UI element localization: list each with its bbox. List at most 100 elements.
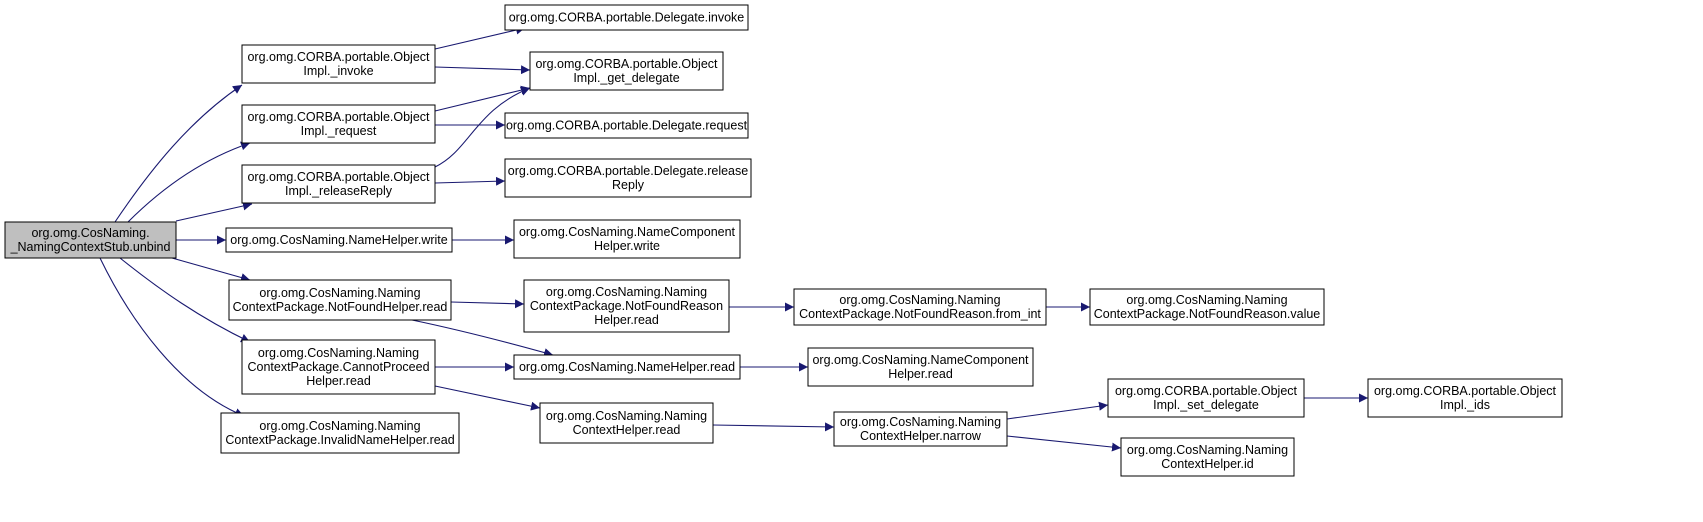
node-label-line: ContextHelper.id [1161,457,1253,471]
edge-arrow [171,257,251,282]
node-label-line: Reply [612,178,645,192]
edge-arrow [114,84,243,223]
edge-arrow [127,141,251,223]
edge-arrow [434,25,526,50]
node-label-line: ContextPackage.CannotProceed [247,360,429,374]
node-box [504,4,749,31]
node-box [241,164,436,204]
node-n-from-int[interactable]: org.omg.CosNaming.NamingContextPackage.N… [793,288,1047,326]
edge-arrow [712,422,835,432]
node-label-line: org.omg.CORBA.portable.Object [1374,384,1557,398]
node-box [513,219,741,259]
node-box [833,411,1008,447]
edge-n-narrow-to-n-set-delegate [1006,401,1109,420]
node-label-line: org.omg.CosNaming.Naming [546,409,707,423]
node-label-line: ContextPackage.NotFoundReason.from_int [799,307,1041,321]
edge-n-releaseReply-to-n-get-delegate [434,87,531,168]
edge-root-to-n-invalidname-read [99,257,245,417]
edge-arrow [450,299,525,309]
edge-arrow [1006,435,1122,452]
node-label-line: org.omg.CORBA.portable.Object [247,170,430,184]
node-n-namehelper-write[interactable]: org.omg.CosNaming.NameHelper.write [225,227,453,253]
node-root[interactable]: org.omg.CosNaming._NamingContextStub.unb… [4,221,177,259]
node-label-line: ContextPackage.InvalidNameHelper.read [225,433,454,447]
nodes-layer: org.omg.CosNaming._NamingContextStub.unb… [4,4,1563,477]
node-label-line: Impl._set_delegate [1153,398,1259,412]
node-label-line: org.omg.CORBA.portable.Delegate.release [508,164,748,178]
node-n-value[interactable]: org.omg.CosNaming.NamingContextPackage.N… [1089,288,1325,326]
node-n-narrow[interactable]: org.omg.CosNaming.NamingContextHelper.na… [833,411,1008,447]
node-label-line: org.omg.CORBA.portable.Delegate.request [506,119,748,133]
node-box [4,221,177,259]
edge-n-invoke-to-n-get-delegate [434,65,531,75]
node-n-invalidname-read[interactable]: org.omg.CosNaming.NamingContextPackage.I… [220,412,460,454]
node-label-line: org.omg.CosNaming.Naming [1127,443,1288,457]
edge-n-cannotproceed-read-to-n-contexthelper-read [434,385,541,411]
edge-root-to-n-releaseReply [175,201,253,222]
node-n-request[interactable]: org.omg.CORBA.portable.ObjectImpl._reque… [241,104,436,144]
node-n-get-delegate[interactable]: org.omg.CORBA.portable.ObjectImpl._get_d… [529,51,724,91]
node-box [220,412,460,454]
edge-root-to-n-notfound-read [171,257,251,282]
node-box [793,288,1047,326]
edge-n-notfound-read-to-n-namehelper-read [411,319,554,357]
node-label-line: org.omg.CosNaming. [31,226,149,240]
node-n-invoke[interactable]: org.omg.CORBA.portable.ObjectImpl._invok… [241,44,436,84]
node-box [225,227,453,253]
edge-arrow [434,176,506,186]
node-box [241,339,436,395]
node-label-line: org.omg.CosNaming.Naming [258,346,419,360]
node-n-delegate-release[interactable]: org.omg.CORBA.portable.Delegate.releaseR… [504,158,752,198]
edge-arrow [434,87,531,168]
node-n-cannotproceed-read[interactable]: org.omg.CosNaming.NamingContextPackage.C… [241,339,436,395]
node-label-line: Impl._get_delegate [573,71,679,85]
edge-n-narrow-to-n-contexthelper-id [1006,435,1122,452]
edge-arrow [99,257,245,417]
edge-root-to-n-invoke [114,84,243,223]
node-label-line: ContextHelper.read [573,423,681,437]
edge-arrow [434,65,531,75]
node-label-line: Helper.read [306,374,371,388]
node-box [228,279,452,321]
edges-layer [99,25,1368,452]
node-box [504,158,752,198]
node-label-line: org.omg.CORBA.portable.Object [247,110,430,124]
node-n-contexthelper-read[interactable]: org.omg.CosNaming.NamingContextHelper.re… [539,402,714,444]
node-n-notfoundreason-read[interactable]: org.omg.CosNaming.NamingContextPackage.N… [523,279,730,333]
node-n-namecomp-read[interactable]: org.omg.CosNaming.NameComponentHelper.re… [807,347,1034,387]
node-label-line: Helper.read [594,313,659,327]
node-label-line: Impl._invoke [303,64,373,78]
node-label-line: Helper.read [888,367,953,381]
node-n-releaseReply[interactable]: org.omg.CORBA.portable.ObjectImpl._relea… [241,164,436,204]
node-n-delegate-invoke[interactable]: org.omg.CORBA.portable.Delegate.invoke [504,4,749,31]
node-n-namecomp-write[interactable]: org.omg.CosNaming.NameComponentHelper.wr… [513,219,741,259]
node-n-namehelper-read[interactable]: org.omg.CosNaming.NameHelper.read [513,354,741,380]
node-label-line: ContextHelper.narrow [860,429,982,443]
node-label-line: ContextPackage.NotFoundReason.value [1094,307,1321,321]
node-label-line: _NamingContextStub.unbind [10,240,171,254]
node-box [1089,288,1325,326]
node-label-line: Helper.write [594,239,660,253]
node-box [1107,378,1305,418]
edge-arrow [411,319,554,357]
node-n-set-delegate[interactable]: org.omg.CORBA.portable.ObjectImpl._set_d… [1107,378,1305,418]
node-box [241,104,436,144]
node-label-line: org.omg.CosNaming.Naming [839,293,1000,307]
edge-n-releaseReply-to-n-delegate-release [434,176,506,186]
node-box [1120,437,1295,477]
node-box [1367,378,1563,418]
node-box [504,112,749,139]
node-label-line: org.omg.CORBA.portable.Delegate.invoke [509,11,745,25]
node-box [807,347,1034,387]
node-label-line: org.omg.CosNaming.NameComponent [812,353,1029,367]
node-n-delegate-request[interactable]: org.omg.CORBA.portable.Delegate.request [504,112,749,139]
node-label-line: org.omg.CosNaming.NameComponent [519,225,736,239]
edge-n-notfound-read-to-n-notfoundreason-read [450,299,525,309]
edge-root-to-n-cannotproceed-read [119,257,251,343]
node-box [529,51,724,91]
edge-arrow [434,385,541,411]
node-n-notfound-read[interactable]: org.omg.CosNaming.NamingContextPackage.N… [228,279,452,321]
node-label-line: org.omg.CORBA.portable.Object [535,57,718,71]
